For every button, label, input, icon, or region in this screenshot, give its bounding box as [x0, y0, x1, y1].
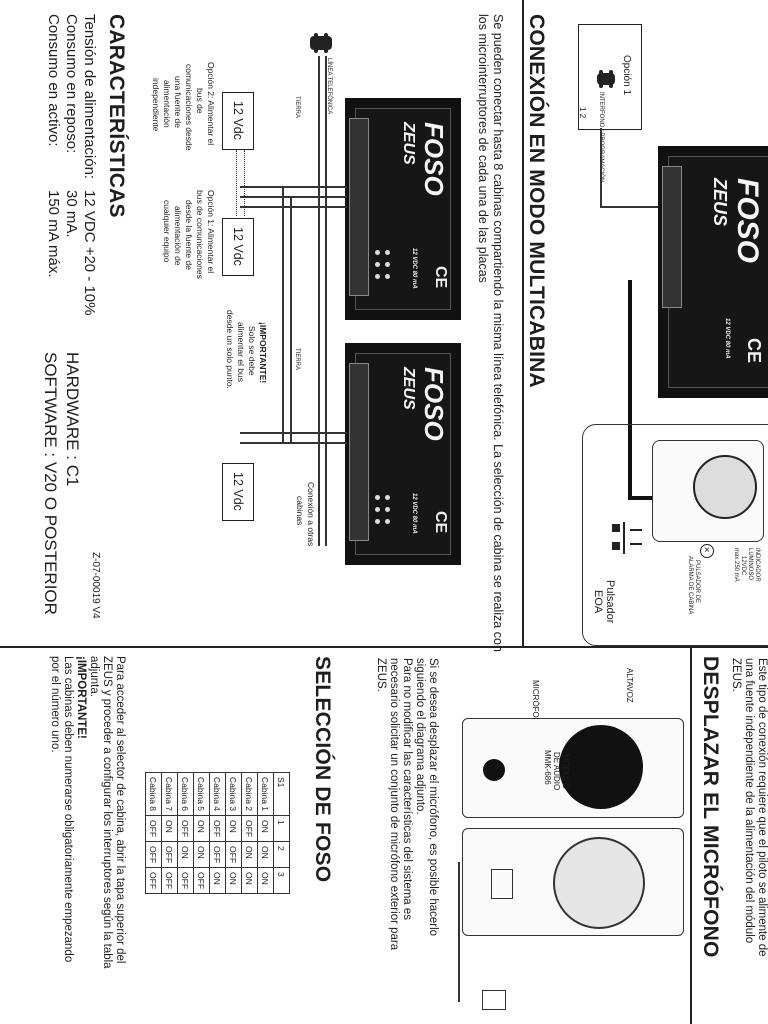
- phone-wire-b: [325, 56, 327, 546]
- phone-wire-a: [318, 56, 320, 546]
- speaker-icon: [693, 455, 757, 519]
- linea-telefonica-label: LÍNEA TELEFÓNICA: [326, 58, 332, 115]
- zeus-module-2: FOSO ZEUS CE 12 VDC 80 mA: [345, 343, 461, 565]
- telephone-icon: [595, 69, 617, 89]
- conexion-heading: CONEXIÓN EN MODO MULTICABINA: [525, 14, 548, 388]
- ce-mark-1: CE: [432, 266, 449, 289]
- horizontal-divider: [0, 646, 768, 648]
- spec-value-3: 150 mA máx.: [45, 190, 62, 278]
- microphone-icon: [483, 759, 505, 781]
- software-label: SOFTWARE : V20 O POSTERIOR: [41, 352, 60, 615]
- caracteristicas-heading: CARACTERÍSTICAS: [105, 14, 128, 218]
- tierra-label-2: TIERRA: [294, 348, 300, 371]
- ce-mark-2: CE: [432, 511, 449, 534]
- lower-vertical-divider: [690, 648, 692, 1024]
- zeus-label-1: ZEUS: [400, 122, 417, 165]
- spec-label-2: Consumo en reposo:: [63, 14, 80, 154]
- speaker-plate: [652, 440, 764, 542]
- speaker-icon: [559, 725, 643, 809]
- alarm-button-icon: [610, 520, 644, 556]
- microfono-top-line1: Este tipo de conexión requiere que el pi…: [756, 658, 768, 957]
- spec-label-1: Tensión de alimentación:: [81, 14, 98, 180]
- power-supply-box-2: 12 Vdc: [222, 218, 254, 276]
- document-code: Z-07-00019 V4: [90, 552, 101, 619]
- tierra-label-1: TIERRA: [294, 96, 300, 119]
- module-model-2: 12 VDC 80 mA: [411, 493, 417, 534]
- indicator-lamp-icon: ×: [700, 544, 714, 558]
- connector-icon: [491, 869, 513, 899]
- microfono-top-line3: ZEUS.: [730, 658, 742, 692]
- seleccion-importante: ¡IMPORTANTE!: [75, 656, 87, 739]
- mic-plate-right: [462, 828, 684, 936]
- altavoz-label: ALTAVOZ: [625, 668, 634, 703]
- terminal-block-2: [349, 363, 369, 541]
- power-supply-box-1: 12 Vdc: [222, 92, 254, 150]
- microfono-heading: DESPLAZAR EL MICRÓFONO: [699, 656, 722, 958]
- zeus-label-2: ZEUS: [400, 367, 417, 410]
- spec-value-2: 30 mA.: [63, 190, 80, 238]
- opcion1-box: Opción 1 1 2: [578, 24, 642, 130]
- foso-logo-2: FOSO: [419, 367, 449, 441]
- zeus-module-1: FOSO ZEUS CE 12 VDC 80 mA: [345, 98, 461, 320]
- power-supply-box-3: 12 Vdc: [222, 463, 254, 521]
- telephone-icon: [308, 32, 334, 54]
- spec-label-3: Consumo en activo:: [45, 14, 62, 147]
- conexion-intro-line2: los microinterruptores de cada una de la…: [476, 14, 490, 283]
- microfono-top-line2: una fuente independiente de la alimentac…: [743, 658, 755, 944]
- external-microphone-icon: [482, 990, 506, 1010]
- spec-value-1: 12 VDC +20 - 10%: [81, 190, 98, 316]
- zeus-module-top: FOSO ZEUS CE 12 VDC 80 mA: [658, 146, 768, 398]
- seleccion-heading: SELECCIÓN DE FOSO: [311, 656, 334, 883]
- speaker-icon: [553, 837, 645, 929]
- module-model-1: 12 VDC 80 mA: [411, 248, 417, 289]
- conexion-intro-line1: Se pueden conectar hasta 8 cabinas compa…: [491, 14, 505, 652]
- mic-plate-left: [462, 718, 684, 818]
- vertical-divider: [522, 0, 524, 648]
- hardware-label: HARDWARE : C1: [63, 352, 82, 487]
- table-row: S1 1 2 3: [273, 772, 290, 894]
- housing-outline: [582, 424, 768, 646]
- foso-logo-1: FOSO: [419, 122, 449, 196]
- terminal-block-1: [349, 118, 369, 296]
